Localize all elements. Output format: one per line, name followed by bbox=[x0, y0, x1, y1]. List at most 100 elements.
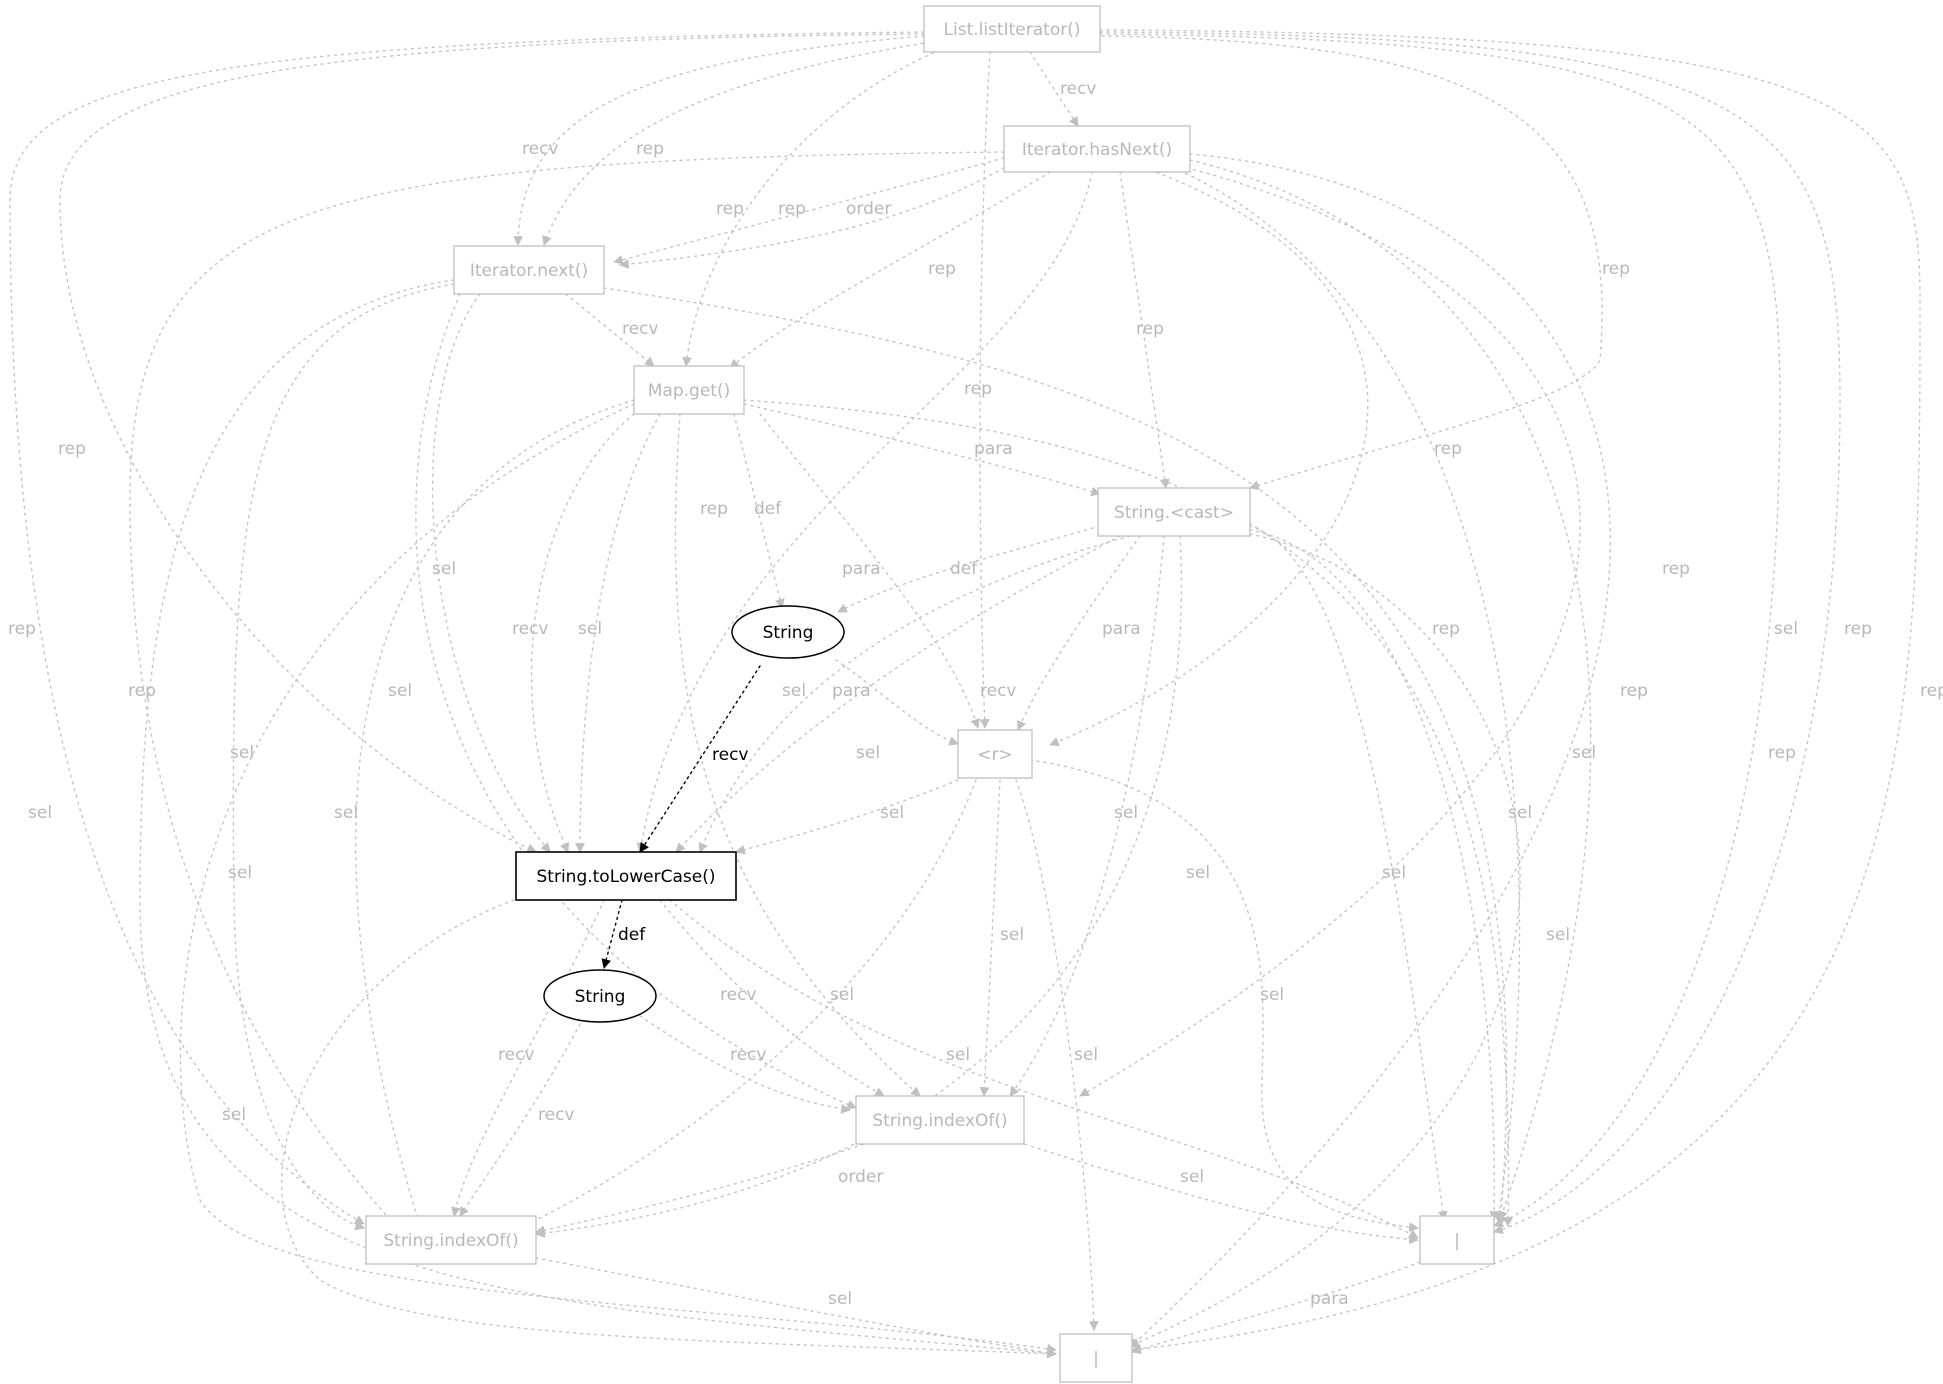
edge-hasnext-to-next-order bbox=[619, 163, 1011, 269]
node-string-indexof-b[interactable]: String.indexOf() bbox=[365, 1215, 537, 1265]
edge-mapget-to-pipe-a bbox=[743, 399, 1514, 1227]
edge-hasnext-to-next-rep bbox=[613, 157, 1005, 265]
edge-tolower-to-indexof-b bbox=[451, 899, 605, 1217]
edge-list-to-mapget bbox=[682, 49, 941, 367]
label-recv: recv bbox=[522, 139, 558, 159]
node-label: String.indexOf() bbox=[872, 1111, 1007, 1131]
node-string-def1[interactable]: String bbox=[731, 605, 845, 659]
edge-mapget-to-string1 bbox=[733, 413, 785, 609]
edge-hasnext-to-indexof-b bbox=[129, 151, 1005, 1227]
edge-hasnext-to-pipe-b bbox=[1129, 153, 1611, 1349]
edge-cast-to-tolower-2 bbox=[698, 535, 1131, 853]
edge-next-to-indexof-a bbox=[415, 293, 857, 1109]
label-def: def bbox=[754, 499, 782, 519]
edge-list-to-next-recv bbox=[513, 35, 925, 246]
label-sel: sel bbox=[1114, 803, 1138, 823]
edge-next-to-tolower bbox=[431, 293, 551, 853]
label-rep: rep bbox=[58, 439, 86, 459]
edge-mapget-to-indexof-b bbox=[354, 399, 635, 1227]
label-recv: recv bbox=[512, 619, 548, 639]
node-label: Iterator.next() bbox=[470, 261, 588, 281]
label-sel: sel bbox=[1186, 863, 1210, 883]
edge-list-to-hasnext bbox=[1029, 51, 1079, 127]
label-sel: sel bbox=[830, 985, 854, 1005]
edge-r-to-pipe-a bbox=[1029, 759, 1419, 1232]
label-rep: rep bbox=[636, 139, 664, 159]
label-para: para bbox=[842, 559, 881, 579]
label-recv: recv bbox=[720, 985, 756, 1005]
edge-tolower-to-indexof-a bbox=[659, 899, 885, 1097]
edge-mapget-to-tolower-sel bbox=[575, 413, 661, 853]
edge-hasnext-to-indexof-a bbox=[1079, 165, 1581, 1097]
label-sel: sel bbox=[946, 1045, 970, 1065]
edge-string2-to-indexof-a bbox=[639, 1015, 851, 1114]
edge-r-to-tolower bbox=[735, 779, 959, 855]
edge-string2-to-indexof-b bbox=[459, 1023, 581, 1217]
edge-indexof-b-to-pipe-b bbox=[535, 1257, 1057, 1358]
node-label: | bbox=[1454, 1231, 1460, 1251]
label-para: para bbox=[1102, 619, 1141, 639]
node-label: String.toLowerCase() bbox=[537, 867, 716, 887]
node-iterator-hasnext[interactable]: Iterator.hasNext() bbox=[1003, 125, 1191, 173]
edge-mapget-to-tolower-recv bbox=[530, 413, 635, 853]
label-recv: recv bbox=[622, 319, 658, 339]
label-def-active: def bbox=[618, 925, 646, 945]
label-rep: rep bbox=[1920, 681, 1943, 701]
edge-labels: recv recv rep rep rep order rep rep recv… bbox=[8, 79, 1943, 1309]
node-r-variable[interactable]: <r> bbox=[957, 729, 1033, 779]
edge-list-to-pipe-a-rep bbox=[1099, 31, 1841, 1235]
label-sel: sel bbox=[856, 743, 880, 763]
label-rep: rep bbox=[778, 199, 806, 219]
label-sel: sel bbox=[1546, 925, 1570, 945]
node-iterator-next[interactable]: Iterator.next() bbox=[453, 245, 605, 295]
label-rep: rep bbox=[1602, 259, 1630, 279]
label-sel: sel bbox=[1508, 803, 1532, 823]
node-label: <r> bbox=[977, 745, 1012, 765]
edge-next-to-mapget bbox=[565, 293, 655, 367]
edge-mapget-to-r bbox=[759, 413, 980, 729]
node-string-cast[interactable]: String.<cast> bbox=[1097, 487, 1251, 537]
node-label: | bbox=[1093, 1349, 1099, 1369]
label-sel: sel bbox=[1180, 1167, 1204, 1187]
edge-hasnext-to-pipe-a-2 bbox=[1159, 161, 1521, 1223]
label-rep: rep bbox=[8, 619, 36, 639]
edge-tolower-to-string2 bbox=[601, 899, 623, 969]
edge-mapget-to-pipe-b bbox=[179, 403, 1057, 1354]
edge-list-to-tolower bbox=[59, 33, 925, 853]
label-rep: rep bbox=[700, 499, 728, 519]
label-recv: recv bbox=[980, 681, 1016, 701]
node-label: String.indexOf() bbox=[383, 1231, 518, 1251]
node-string-tolowercase[interactable]: String.toLowerCase() bbox=[515, 851, 737, 901]
label-recv: recv bbox=[730, 1045, 766, 1065]
edge-mapget-to-indexof-a bbox=[674, 413, 921, 1097]
edge-hasnext-to-r bbox=[1049, 169, 1369, 747]
node-string-def2[interactable]: String bbox=[543, 969, 657, 1023]
label-sel: sel bbox=[28, 803, 52, 823]
edge-r-to-indexof-b bbox=[523, 779, 977, 1227]
label-sel: sel bbox=[388, 681, 412, 701]
label-sel: sel bbox=[1774, 619, 1798, 639]
node-string-indexof-a[interactable]: String.indexOf() bbox=[855, 1095, 1025, 1145]
node-list-listiterator[interactable]: List.listIterator() bbox=[923, 5, 1101, 53]
node-map-get[interactable]: Map.get() bbox=[633, 365, 745, 415]
node-pipe-b[interactable]: | bbox=[1059, 1333, 1133, 1383]
edges bbox=[9, 29, 1921, 1359]
label-sel: sel bbox=[1260, 985, 1284, 1005]
label-rep: rep bbox=[1432, 619, 1460, 639]
edge-list-to-cast bbox=[1094, 35, 1603, 490]
node-pipe-a[interactable]: | bbox=[1419, 1215, 1495, 1265]
label-sel: sel bbox=[578, 619, 602, 639]
label-rep: rep bbox=[1136, 319, 1164, 339]
edge-cast-to-pipe-a-2 bbox=[1249, 529, 1500, 1221]
label-rep: rep bbox=[128, 681, 156, 701]
label-para: para bbox=[832, 681, 871, 701]
label-sel: sel bbox=[1000, 925, 1024, 945]
label-rep: rep bbox=[1434, 439, 1462, 459]
label-sel: sel bbox=[1572, 743, 1596, 763]
edge-list-to-pipe-b bbox=[1099, 29, 1921, 1354]
label-order: order bbox=[838, 1167, 883, 1187]
edge-cast-to-r bbox=[1017, 535, 1141, 731]
edge-hasnext-to-cast bbox=[1119, 171, 1170, 489]
node-label: Iterator.hasNext() bbox=[1022, 140, 1172, 160]
label-sel: sel bbox=[334, 803, 358, 823]
